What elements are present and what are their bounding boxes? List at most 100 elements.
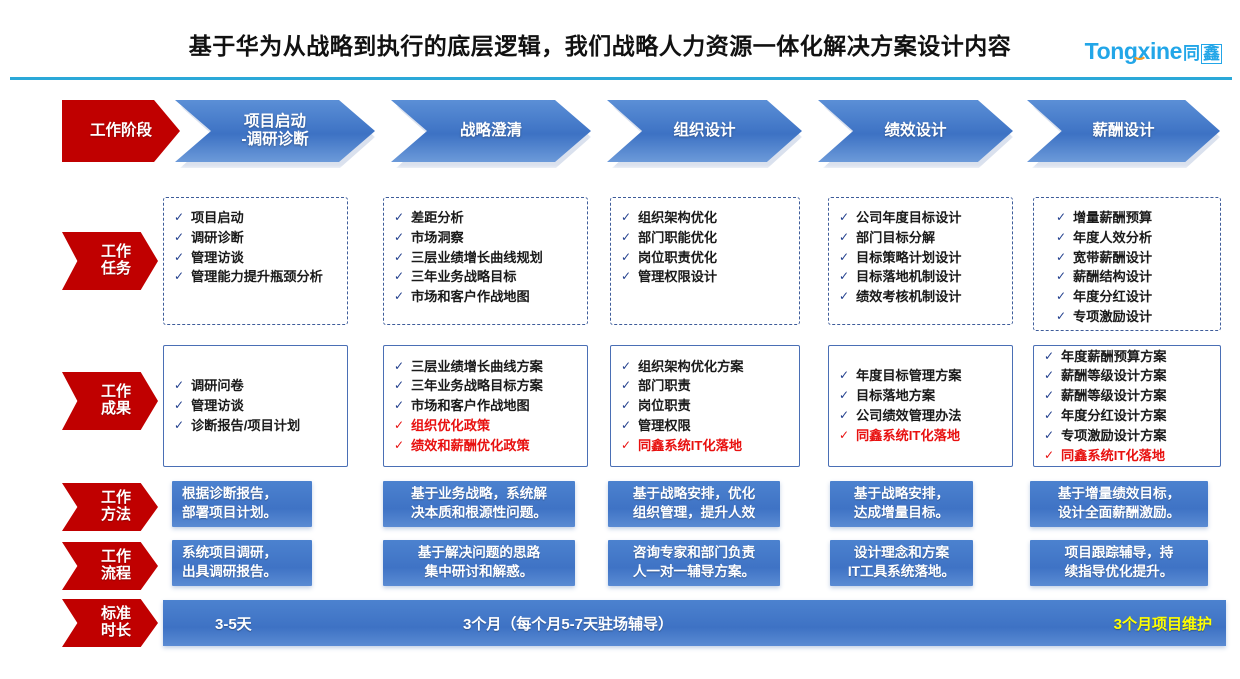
task-item-label: 年度人效分析 [1073,229,1153,245]
check-icon: ✓ [394,378,405,393]
outcome-item: ✓三年业务战略目标方案 [394,376,579,396]
task-item: ✓ 管理权限设计 [621,267,791,287]
stage-chevron-5-label: 薪酬设计 [1092,122,1155,140]
method-pill-5-label: 基于增量绩效目标， 设计全面薪酬激励。 [1057,486,1181,520]
task-item: ✓专项激励设计 [1056,307,1212,327]
row-label-outcomes: 工作 成果 [62,372,158,430]
check-icon: ✓ [1044,348,1055,363]
task-item-label: 组织架构优化 [638,210,718,225]
check-icon: ✓ [621,269,632,284]
task-item-label: 增量薪酬预算 [1073,210,1153,225]
task-item: ✓ 组织架构优化 [621,208,791,228]
slide-header: 基于华为从战略到执行的底层逻辑，我们战略人力资源一体化解决方案设计内容 Tong… [0,0,1240,82]
duration-bar: 3-5天 3个月（每个月5-7天驻场辅导） 3个月项目维护 [163,600,1226,646]
row-label-methods: 工作 方法 [62,483,158,531]
row-label-process-line1: 工作 [100,548,131,566]
outcome-item: ✓管理访谈 [174,396,339,416]
check-icon: ✓ [839,427,850,442]
stage-chevron-3[interactable]: 组织设计 [607,100,802,162]
task-box-3: ✓ 组织架构优化 ✓部门职能优化 ✓ 岗位职责优化 ✓ 管理权限设计 [610,197,800,325]
method-pill-4-label: 基于战略安排， 达成增量目标。 [853,486,950,520]
task-item: ✓部门职能优化 [621,228,791,248]
row-label-tasks: 工作 任务 [62,232,158,290]
outcome-item-label: 同鑫系统IT化落地 [638,437,743,453]
check-icon: ✓ [1056,249,1067,264]
check-icon: ✓ [394,358,405,373]
task-item-label: 市场洞察 [411,229,464,245]
check-icon: ✓ [1056,210,1067,224]
process-pill-3-label: 咨询专家和部门负责 人一对一辅导方案。 [632,545,756,579]
outcome-item-label: 同鑫系统IT化落地 [856,427,961,443]
task-item-label: 管理权限设计 [638,269,718,285]
check-icon: ✓ [839,408,850,422]
task-item: ✓项目启动 [174,208,339,228]
method-pill-4: 基于战略安排， 达成增量目标。 [830,481,973,527]
check-icon: ✓ [394,210,405,224]
duration-last-label: 3个月项目维护 [1113,615,1212,633]
row-label-stage-line2: 阶段 [121,122,153,140]
outcome-item-label: 岗位职责 [638,398,691,414]
outcome-box-2: ✓三层业绩增长曲线方案 ✓三年业务战略目标方案 ✓市场和客户作战地图 ✓组织优化… [383,345,588,467]
process-pill-5: 项目跟踪辅导，持 续指导优化提升。 [1030,540,1208,586]
stage-chevron-1[interactable]: 项目启动 -调研诊断 [175,100,375,162]
task-item: ✓管理访谈 [174,248,339,268]
stage-chevron-2-label: 战略澄清 [459,122,522,140]
row-label-stage-line1: 工作 [89,122,121,140]
outcome-item: ✓ 同鑫系统IT化落地 [621,436,791,456]
check-icon: ✓ [839,368,850,383]
logo-cn-char-1: 同 [1183,44,1200,63]
method-pill-2: 基于业务战略，系统解 决本质和根源性问题。 [383,481,575,527]
check-icon: ✓ [839,289,850,304]
task-item-label: 目标落地机制设计 [856,269,962,285]
outcome-box-3: ✓组织架构优化方案 ✓部门职责 ✓岗位职责 ✓管理权限 ✓同鑫系统IT化落地 [610,345,800,467]
task-item-label: 岗位职责优化 [638,249,718,265]
check-icon: ✓ [1056,269,1067,284]
check-icon: ✓ [394,229,405,244]
row-label-process-line2: 流程 [100,565,131,582]
check-icon: ✓ [394,289,405,304]
process-pill-1: 系统项目调研， 出具调研报告。 [172,540,312,586]
task-box-2: ✓差距分析 ✓市场洞察 ✓三层业绩增长曲线规划 ✓三年业务战略目标 ✓市场和客户… [383,197,588,325]
task-item: ✓年度人效分析 [1056,228,1212,248]
row-label-duration-line2: 时长 [100,622,131,639]
outcome-item-label: 诊断报告/项目计划 [191,417,301,433]
outcome-item: ✓诊断报告/项目计划 [174,416,339,436]
outcome-item-label: 年度目标管理方案 [856,368,962,384]
method-pill-3: 基于战略安排，优化 组织管理，提升人效 [608,481,780,527]
row-label-methods-line1: 工作 [100,489,131,507]
outcome-item-label: 同鑫系统IT化落地 [1061,447,1166,463]
row-label-stage: 工作 阶段 [62,100,180,162]
task-item-label: 专项激励设计 [1073,308,1153,324]
check-icon: ✓ [174,269,185,284]
check-icon: ✓ [621,358,632,373]
outcome-item: ✓部门职责 [621,376,791,396]
outcome-item: ✓目标落地方案 [839,386,1004,406]
process-pill-3: 咨询专家和部门负责 人一对一辅导方案。 [608,540,780,586]
outcome-item: ✓绩效和薪酬优化政策 [394,436,579,456]
check-icon: ✓ [174,229,185,244]
process-pill-5-label: 项目跟踪辅导，持 续指导优化提升。 [1064,545,1174,579]
check-icon: ✓ [621,210,632,224]
stage-chevron-5[interactable]: 薪酬设计 [1027,100,1220,162]
stage-chevron-2[interactable]: 战略澄清 [391,100,591,162]
stage-chevron-4[interactable]: 绩效设计 [818,100,1013,162]
task-item: ✓目标策略计划设计 [839,248,1004,268]
outcome-item-label: 年度薪酬预算方案 [1061,348,1167,364]
outcome-item-label: 市场和客户作战地图 [411,398,530,414]
method-pill-1-label: 根据诊断报告， 部署项目计划。 [182,486,278,520]
check-icon: ✓ [839,269,850,284]
check-icon: ✓ [174,210,185,224]
outcome-item-label: 调研问卷 [191,378,244,394]
task-item: ✓部门目标分解 [839,228,1004,248]
check-icon: ✓ [621,437,632,452]
task-item: ✓ 市场洞察 [394,228,579,248]
stage-row: 工作 阶段 项目启动 -调研诊断 战略澄清 组织设计 绩效设计 薪酬设计 [0,100,1240,168]
task-item-label: 宽带薪酬设计 [1073,249,1153,265]
task-item-label: 管理能力提升瓶颈分析 [191,269,323,285]
duration-middle-label: 3个月（每个月5-7天驻场辅导） [463,615,674,633]
method-pill-3-label: 基于战略安排，优化 组织管理，提升人效 [632,486,756,520]
logo-cn-text: 同鑫 [1183,39,1222,64]
stage-chevron-1-label: 项目启动 -调研诊断 [241,113,309,148]
row-label-duration-line1: 标准 [100,605,131,623]
